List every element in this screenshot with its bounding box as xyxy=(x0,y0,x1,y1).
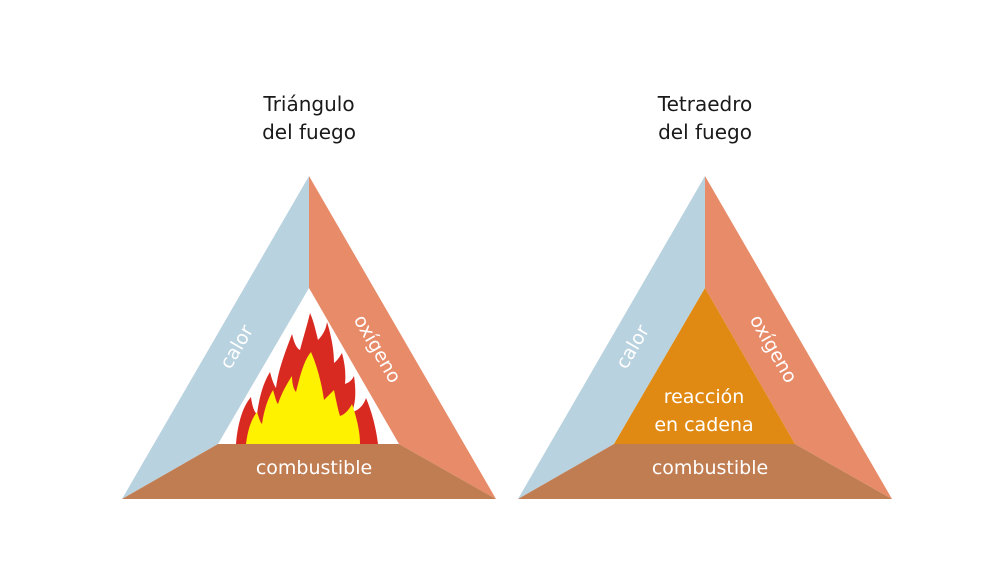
chain-reaction-line2: en cadena xyxy=(654,414,753,436)
fire-tetrahedron: Tetraedro del fuego calor oxígeno reacci… xyxy=(518,92,892,499)
fuel-side xyxy=(518,444,892,499)
oxygen-side xyxy=(309,176,496,499)
fire-triangle: Triángulo del fuego calor oxígeno combus… xyxy=(122,92,496,499)
heat-side xyxy=(122,176,309,499)
chain-reaction-face xyxy=(614,288,795,444)
tetrahedron-fuel-label: combustible xyxy=(652,457,768,479)
triangle-title-line2: del fuego xyxy=(262,120,356,144)
tetrahedron-title-line2: del fuego xyxy=(658,120,752,144)
fuel-side xyxy=(122,444,496,499)
triangle-title-line1: Triángulo xyxy=(262,92,354,116)
triangle-fuel-label: combustible xyxy=(256,457,372,479)
flame-icon xyxy=(236,313,378,444)
chain-reaction-line1: reacción xyxy=(664,386,745,408)
oxygen-side xyxy=(705,176,892,499)
heat-side xyxy=(518,176,705,499)
tetrahedron-title-line1: Tetraedro xyxy=(657,92,752,116)
